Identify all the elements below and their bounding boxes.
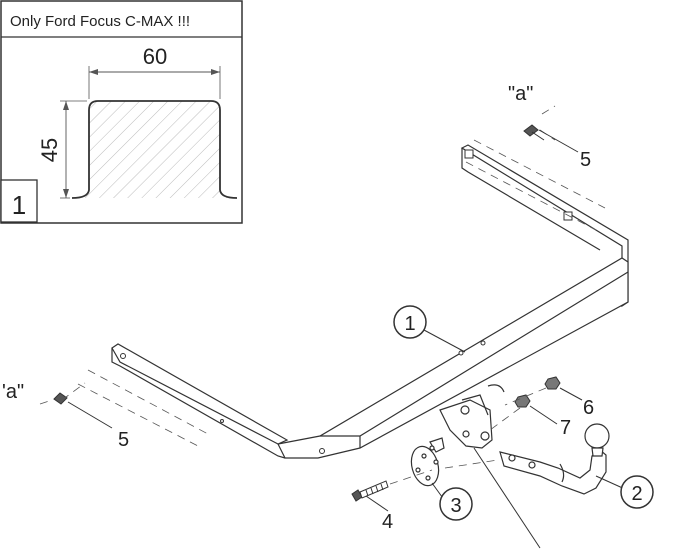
label-part5-left: 5 — [118, 429, 129, 451]
callout-part3: 3 — [439, 487, 473, 521]
profile-cross-section — [71, 100, 238, 199]
label-part5-right: 5 — [580, 149, 591, 171]
width-dimension: 60 — [88, 44, 221, 99]
label-part7: 7 — [560, 417, 571, 439]
alignment-lines — [39, 105, 606, 485]
reference-mark-left: 'a" — [2, 381, 24, 403]
inset-panel: Only Ford Focus C-MAX !!! 60 45 1 — [0, 0, 243, 224]
tow-ball-neck — [499, 423, 610, 495]
washer — [514, 394, 531, 408]
nut — [544, 376, 561, 390]
bolt-left — [53, 392, 68, 405]
leader-lines — [67, 129, 628, 549]
beam-holes — [120, 149, 573, 454]
center-mounting-bracket — [439, 384, 505, 449]
width-dimension-label: 60 — [143, 44, 167, 69]
svg-text:3: 3 — [450, 495, 461, 517]
inset-panel-number: 1 — [12, 190, 26, 220]
inset-caption: Only Ford Focus C-MAX !!! — [10, 13, 190, 30]
crossbar-beam — [111, 144, 629, 459]
reference-mark-right: "a" — [508, 83, 533, 105]
svg-text:2: 2 — [631, 483, 642, 505]
bolt-right — [523, 124, 545, 141]
socket-plate — [410, 437, 445, 487]
callout-part2: 2 — [620, 475, 654, 509]
height-dimension: 45 — [37, 100, 87, 199]
bolt-part4 — [351, 480, 389, 502]
label-part6: 6 — [583, 397, 594, 419]
height-dimension-label: 45 — [37, 138, 62, 162]
callout-part1: 1 — [393, 305, 427, 339]
svg-text:1: 1 — [404, 313, 415, 335]
label-part4: 4 — [382, 511, 393, 533]
